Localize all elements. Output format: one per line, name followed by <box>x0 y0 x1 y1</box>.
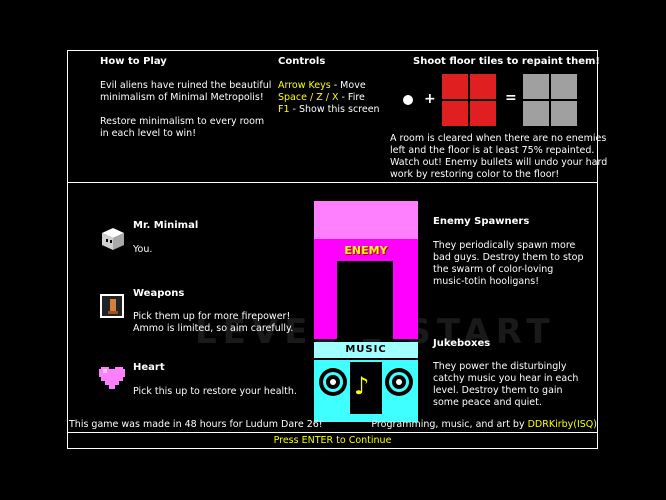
control-key: Arrow Keys <box>278 80 331 91</box>
jukeboxes-title: Jukeboxes <box>433 338 491 349</box>
gray-tile <box>551 101 577 126</box>
jukebox-divider <box>314 358 418 360</box>
enemy-spawners-desc: They periodically spawn more bad guys. D… <box>433 240 584 288</box>
mr-minimal-cube-icon <box>102 228 124 250</box>
author-credit-prefix: Programming, music, and art by <box>371 419 528 430</box>
jukebox-label: MUSIC <box>314 342 418 358</box>
repaint-description: A room is cleared when there are no enem… <box>390 133 607 181</box>
jukebox: MUSIC ♪ <box>314 342 418 422</box>
equals-sign: = <box>505 90 517 106</box>
enemy-spawners-line: music-totin hooligans! <box>433 276 540 287</box>
weapons-line: Ammo is limited, so aim carefully. <box>133 323 294 334</box>
bullet-icon <box>403 95 413 105</box>
author-credit: Programming, music, and art by DDRKirby(… <box>371 419 597 430</box>
gray-floor-tiles <box>522 73 578 127</box>
red-tile <box>442 101 468 126</box>
weapons-line: Pick them up for more firepower! <box>133 311 291 322</box>
heart-desc: Pick this up to restore your health. <box>133 386 297 397</box>
repaint-line: work by restoring color to the floor! <box>390 169 560 180</box>
author-name-link[interactable]: DDRKirby(ISQ) <box>527 419 597 430</box>
mr-minimal-desc: You. <box>133 244 153 255</box>
jukeboxes-line: They power the disturbingly <box>433 361 567 372</box>
weapons-desc: Pick them up for more firepower! Ammo is… <box>133 311 293 335</box>
footer-divider <box>67 432 598 433</box>
enemy-spawners-line: They periodically spawn more <box>433 240 576 251</box>
weapons-title: Weapons <box>133 288 185 299</box>
how-to-play-line: Evil aliens have ruined the beautiful <box>100 80 272 91</box>
controls-title: Controls <box>278 56 326 67</box>
repaint-line: Watch out! Enemy bullets will undo your … <box>390 157 608 168</box>
red-tile <box>470 74 496 99</box>
control-key: Space / Z / X <box>278 92 339 103</box>
control-row: F1 - Show this screen <box>278 104 380 116</box>
jukeboxes-line: level. Destroy them to gain <box>433 385 563 396</box>
gray-tile <box>551 74 577 99</box>
how-to-play-title: How to Play <box>100 56 167 67</box>
repaint-line: A room is cleared when there are no enem… <box>390 133 607 144</box>
enemy-spawner-label: ENEMY <box>344 244 388 257</box>
gray-tile <box>523 74 549 99</box>
red-tile <box>442 74 468 99</box>
jukeboxes-desc: They power the disturbingly catchy music… <box>433 361 578 409</box>
repaint-title: Shoot floor tiles to repaint them! <box>413 56 600 67</box>
jukeboxes-line: some peace and quiet. <box>433 397 542 408</box>
control-row: Arrow Keys - Move <box>278 80 380 92</box>
spawner-doorway <box>337 261 393 339</box>
heart-icon <box>99 367 125 389</box>
jukebox-center-panel: ♪ <box>350 362 382 414</box>
plus-sign: + <box>424 91 436 107</box>
enemy-spawners-line: bad guys. Destroy them to stop <box>433 252 584 263</box>
gray-tile <box>523 101 549 126</box>
how-to-play-text: Evil aliens have ruined the beautiful mi… <box>100 80 271 140</box>
help-screen-frame <box>67 50 598 449</box>
control-action: - Show this screen <box>289 104 380 115</box>
press-enter-prompt[interactable]: Press ENTER to Continue <box>273 435 392 446</box>
repaint-line: left and the floor is at least 75% repai… <box>390 145 595 156</box>
weapon-pickup-icon <box>100 294 124 318</box>
control-key: F1 <box>278 104 290 115</box>
ludum-dare-credit: This game was made in 48 hours for Ludum… <box>69 419 323 430</box>
weapon-ammo-shape <box>110 299 116 311</box>
how-to-play-line: Restore minimalism to every room <box>100 116 265 127</box>
enemy-spawner: ENEMY <box>314 239 418 339</box>
enemy-spawners-line: the swarm of color-loving <box>433 264 554 275</box>
control-action: - Move <box>330 80 366 91</box>
spawner-top-block <box>314 201 418 239</box>
weapon-ammo-base <box>108 311 118 314</box>
how-to-play-line: in each level to win! <box>100 128 197 139</box>
how-to-play-line: minimalism of Minimal Metropolis! <box>100 92 264 103</box>
speaker-right-icon <box>385 368 413 396</box>
enemy-spawners-title: Enemy Spawners <box>433 216 530 227</box>
section-divider <box>67 182 598 183</box>
red-tile <box>470 101 496 126</box>
music-note-icon: ♪ <box>354 372 370 400</box>
control-row: Space / Z / X - Fire <box>278 92 380 104</box>
control-action: - Fire <box>338 92 365 103</box>
heart-title: Heart <box>133 362 165 373</box>
red-floor-tiles <box>441 73 497 127</box>
speaker-left-icon <box>319 368 347 396</box>
mr-minimal-title: Mr. Minimal <box>133 220 199 231</box>
controls-list: Arrow Keys - Move Space / Z / X - Fire F… <box>278 80 380 116</box>
jukeboxes-line: catchy music you hear in each <box>433 373 579 384</box>
